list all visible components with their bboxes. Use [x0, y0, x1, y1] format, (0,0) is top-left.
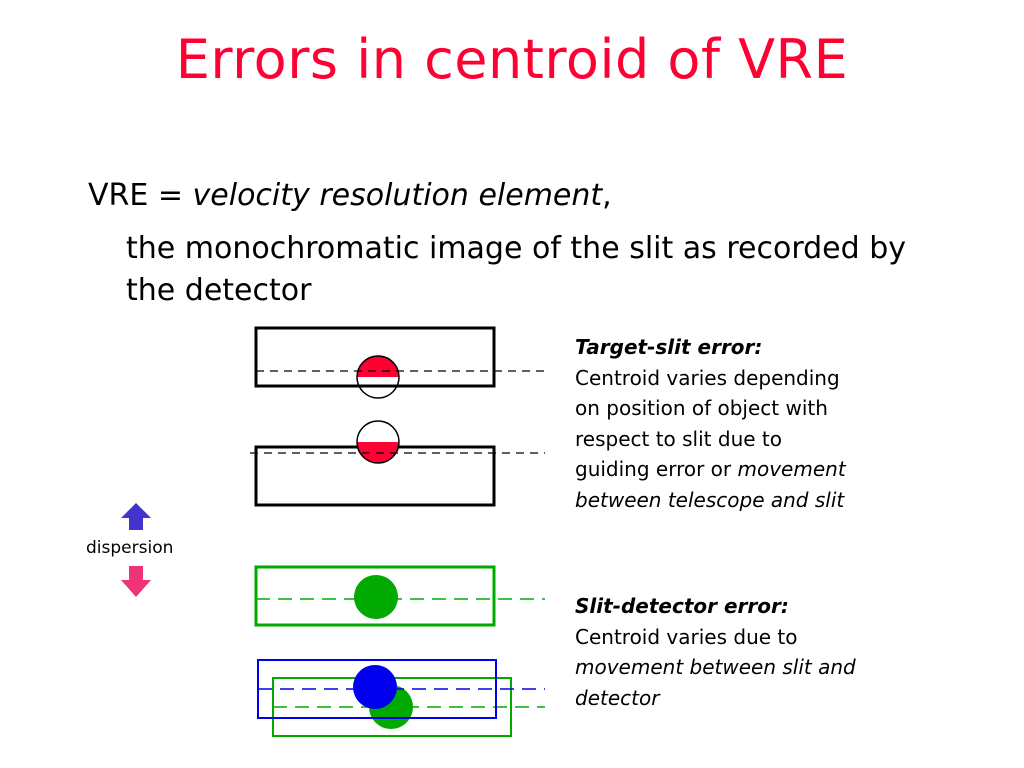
- target-slit-line-2: on position of object with: [575, 396, 828, 420]
- target-slit-line-5: between telescope and slit: [575, 487, 845, 512]
- slit-rect-green-1: [254, 565, 496, 627]
- target-slit-line-1: Centroid varies depending: [575, 365, 840, 390]
- target-slit-line-4: guiding error or movement: [575, 454, 935, 485]
- slit-detector-line-1: Centroid varies due to: [575, 624, 798, 649]
- slit-detector-heading: Slit-detector error:: [575, 594, 789, 618]
- dispersion-arrows: [121, 503, 151, 597]
- target-slit-heading: Target-slit error:: [575, 335, 763, 359]
- slit-detector-aligned: [254, 565, 545, 627]
- target-slit-line-3: respect to slit due to: [575, 426, 782, 451]
- vre-description: the monochromatic image of the slit as r…: [126, 231, 906, 308]
- arrow-down-icon: [121, 566, 151, 597]
- slit-displaced-object: [250, 420, 545, 507]
- target-slit-line-4a: guiding error or: [575, 457, 738, 481]
- slit-detector-offset: [257, 659, 545, 737]
- slit-rect-1: [254, 326, 496, 388]
- vre-definition: VRE = velocity resolution element,: [88, 178, 612, 213]
- vre-prefix: VRE =: [88, 178, 193, 213]
- slit-detector-note: Slit-detector error: Centroid varies due…: [575, 591, 935, 713]
- slit-detector-line-3: detector: [575, 685, 660, 710]
- object-red-half-1: [357, 356, 399, 377]
- slit-centered-object: [254, 326, 545, 399]
- target-slit-line-4b: movement: [737, 457, 846, 481]
- image-green-1: [354, 575, 398, 619]
- vre-term: velocity resolution element: [192, 178, 603, 213]
- page-title: Errors in centroid of VRE: [175, 28, 849, 91]
- dispersion-label: dispersion: [86, 538, 174, 558]
- slit-detector-line-2: movement between slit and: [575, 655, 856, 679]
- arrow-up-icon: [121, 503, 151, 530]
- object-circle-2: [356, 420, 400, 464]
- object-circle-1: [356, 355, 400, 399]
- image-blue: [353, 665, 397, 709]
- vre-suffix: ,: [602, 178, 612, 213]
- target-slit-note: Target-slit error: Centroid varies depen…: [575, 332, 935, 515]
